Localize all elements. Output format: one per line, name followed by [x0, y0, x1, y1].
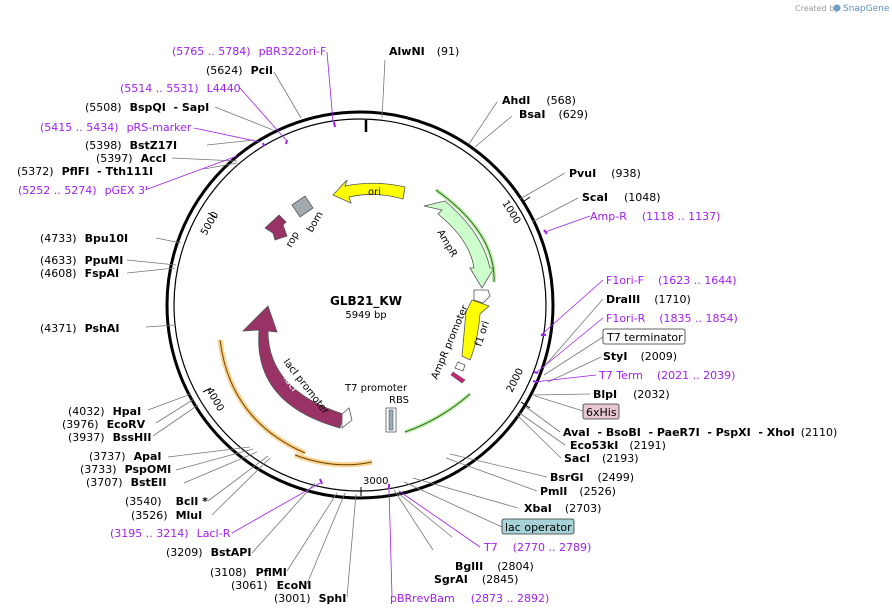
primer-prs-marker[interactable]: (5415 .. 5434)pRS-marker	[40, 121, 192, 134]
site-xhoi-group[interactable]: AvaI - BsoBI - PaeR7I - PspXI - XhoI(211…	[563, 426, 837, 439]
credit-brand[interactable]: SnapGene	[843, 4, 890, 14]
tick-label-5000: 5000	[199, 210, 221, 238]
feature-ampr[interactable]: AmpR	[423, 200, 495, 289]
svg-text:lac operator: lac operator	[505, 521, 572, 534]
site-bstz17i[interactable]: (5398)BstZ17I	[85, 139, 177, 152]
snapgene-logo-icon	[833, 4, 841, 12]
feature-label-rop: rop	[284, 230, 302, 250]
site-bsshii[interactable]: (3937)BssHII	[68, 431, 151, 444]
site-ppumi[interactable]: (4633)PpuMI	[40, 254, 123, 267]
svg-text:6xHis: 6xHis	[586, 406, 617, 419]
primer-f1ori-r[interactable]: F1ori-R(1835 .. 1854)	[606, 312, 738, 325]
site-bsrgi[interactable]: BsrGI(2499)	[550, 471, 634, 484]
backbone	[165, 110, 555, 500]
region-arc-laci-2	[294, 452, 373, 468]
svg-text:T7 terminator: T7 terminator	[606, 331, 683, 344]
region-arc-laci-2-line	[294, 454, 373, 466]
feature-rop[interactable]: rop	[264, 214, 302, 250]
site-ecorv[interactable]: (3976)EcoRV	[62, 418, 146, 431]
site-connectors	[126, 59, 604, 598]
primer-pgex3[interactable]: (5252 .. 5274)pGEX 3'	[18, 184, 148, 197]
primer-amp-r[interactable]: Amp-R(1118 .. 1137)	[590, 210, 720, 223]
feature-label-ampr: AmpR	[434, 228, 458, 259]
site-alwni[interactable]: AlwNI(91)	[389, 45, 459, 58]
primer-pbr322ori[interactable]: (5765 .. 5784)pBR322ori-F	[172, 45, 326, 58]
site-bcli[interactable]: (3540)BclI *	[125, 495, 208, 508]
site-sgrai[interactable]: SgrAI(2845)	[434, 573, 518, 586]
tick-label-2000: 2000	[505, 367, 526, 395]
site-pmli[interactable]: PmlI(2526)	[540, 485, 616, 498]
site-pflmi[interactable]: (3108)PflMI	[210, 566, 287, 579]
site-xbai[interactable]: XbaI(2703)	[524, 502, 601, 515]
primer-t7-term[interactable]: T7 Term(2021 .. 2039)	[598, 369, 735, 382]
site-blpi[interactable]: BlpI(2032)	[593, 388, 670, 401]
site-pcii[interactable]: (5624)PciI	[206, 64, 273, 77]
primer-f1ori-f[interactable]: F1ori-F(1623 .. 1644)	[606, 274, 737, 287]
region-arc-t7	[404, 392, 472, 434]
site-bpu10i[interactable]: (4733)Bpu10I	[40, 232, 128, 245]
site-bstapi[interactable]: (3209)BstAPI	[166, 546, 251, 559]
site-eco53ki[interactable]: Eco53kI(2191)	[570, 439, 666, 452]
primer-ticks	[262, 121, 548, 489]
site-bsteii[interactable]: (3707)BstEII	[86, 476, 166, 489]
plasmid-length: 5949 bp	[345, 310, 386, 321]
feature-bom[interactable]: bom	[291, 195, 326, 235]
primer-laci-r[interactable]: (3195 .. 3214)LacI-R	[110, 527, 231, 540]
site-bglii[interactable]: BglII(2804)	[455, 560, 534, 573]
feature-small-cds[interactable]	[450, 371, 466, 384]
feature-small-promoter[interactable]	[454, 361, 466, 372]
feature-box-t7-terminator[interactable]: T7 terminator	[602, 328, 686, 345]
primer-pbrrevbam[interactable]: pBRrevBam(2873 .. 2892)	[390, 592, 549, 605]
site-mlui[interactable]: (3526)MluI	[131, 509, 202, 522]
feature-label-rbs: RBS	[389, 395, 409, 406]
plasmid-name: GLB21_KW	[330, 294, 402, 309]
site-sphi[interactable]: (3001)SphI	[274, 592, 346, 605]
site-acci[interactable]: (5397)AccI	[96, 152, 166, 165]
primer-l4440[interactable]: (5514 .. 5531)L4440	[120, 82, 241, 95]
site-tth111i[interactable]: (5372)PflFI - Tth111I	[17, 165, 153, 178]
site-fspai[interactable]: (4608)FspAI	[40, 267, 119, 280]
site-pshai[interactable]: (4371)PshAI	[40, 322, 119, 335]
feature-box-lac-operator[interactable]: lac operator	[501, 518, 575, 535]
feature-t7-promoter[interactable]: T7 promoter RBS	[344, 383, 409, 433]
site-pspomi[interactable]: (3733)PspOMI	[80, 463, 171, 476]
tick-label-3000: 3000	[363, 476, 388, 487]
primer-connectors	[144, 51, 604, 597]
site-apai[interactable]: (3737)ApaI	[89, 450, 161, 463]
region-arc-laci-line	[219, 339, 306, 454]
site-styi[interactable]: StyI(2009)	[603, 350, 677, 363]
feature-label-ori: ori	[368, 187, 381, 198]
tick-label-1000: 1000	[499, 199, 522, 226]
site-econi[interactable]: (3061)EcoNI	[231, 579, 311, 592]
site-bsai[interactable]: BsaI(629)	[519, 108, 588, 121]
primer-t7[interactable]: T7(2770 .. 2789)	[483, 541, 591, 554]
region-arc-ampr-line	[435, 189, 495, 283]
feature-label-t7-promoter: T7 promoter	[344, 383, 408, 394]
region-arc-t7-line	[404, 393, 471, 433]
site-sapi[interactable]: (5508)BspQI - SapI	[85, 101, 209, 114]
feature-box-6xhis[interactable]: 6xHis	[582, 403, 620, 420]
site-saci[interactable]: SacI(2193)	[564, 452, 639, 465]
site-hpai[interactable]: (4032)HpaI	[68, 405, 141, 418]
credit-prefix: Created by	[795, 4, 839, 13]
site-pvui[interactable]: PvuI(938)	[569, 167, 641, 180]
site-scai[interactable]: ScaI(1048)	[582, 191, 661, 204]
feature-ori[interactable]: ori	[332, 179, 406, 204]
feature-label-bom: bom	[305, 210, 326, 235]
site-ahdi[interactable]: AhdI(568)	[502, 94, 576, 107]
site-draiii[interactable]: DraIII(1710)	[606, 293, 691, 306]
